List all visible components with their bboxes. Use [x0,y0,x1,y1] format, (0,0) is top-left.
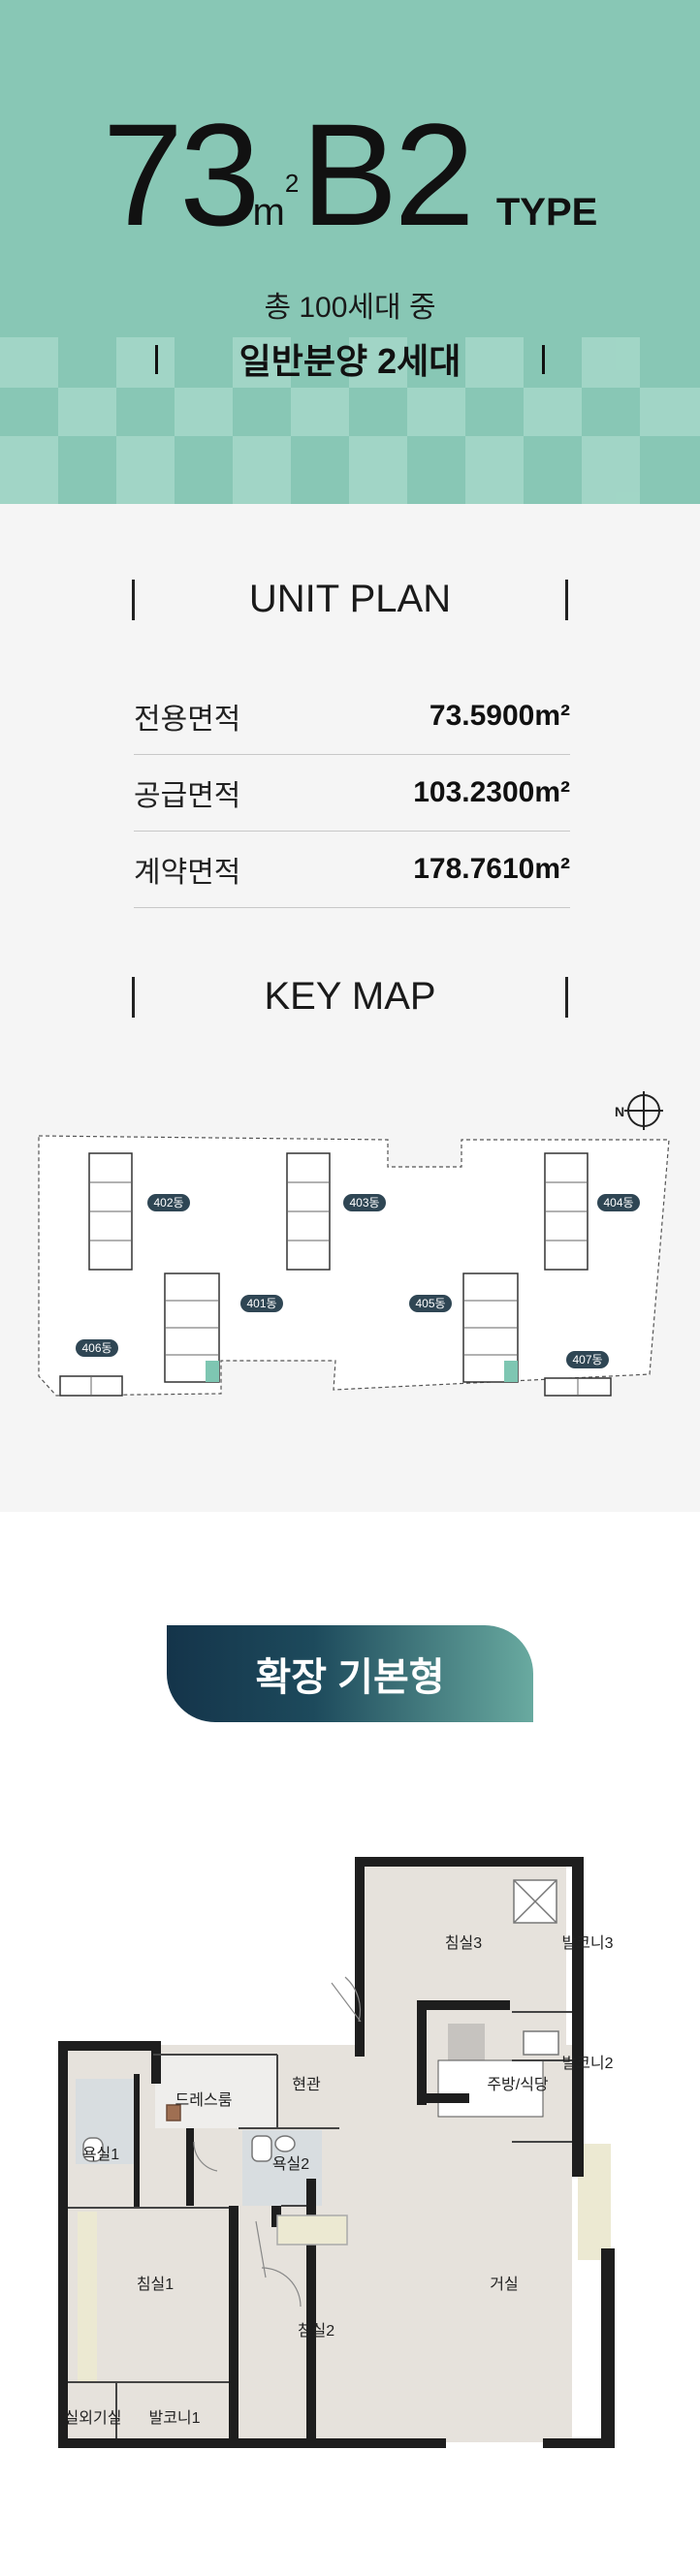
compass-icon: N [615,1091,663,1130]
room-label-balcony1: 발코니1 [148,2409,200,2427]
key-map-title: KEY MAP [264,974,436,1018]
heading-bar-left [132,977,135,1018]
unit-sup: 2 [284,169,300,198]
room-label-bedroom2: 침실2 [298,2322,334,2340]
variant-label-text: 확장 기본형 [255,1656,445,1699]
spec-value: 73.5900m² [429,700,570,732]
heading-bar-left [132,580,135,620]
area-spec-table: 전용면적 73.5900m² 공급면적 103.2300m² 계약면적 178.… [134,678,570,908]
key-map: N 402동 403동 404동 401동 [38,1091,670,1397]
fixtures [82,1879,559,2246]
room-label-bath1: 욕실1 [82,2146,119,2163]
room-label-bedroom1: 침실1 [137,2276,174,2293]
key-map-heading: KEY MAP [132,971,568,1021]
spec-row: 계약면적 178.7610m² [134,832,570,908]
heading-bar-right [565,580,568,620]
room-label-living: 거실 [490,2276,518,2293]
room-label-bath2: 욕실2 [272,2155,309,2173]
floor-plan: 침실3 발코니3 발코니2 현관 주방/식당 드레스룸 욕실1 욕실2 침실1 … [58,1857,615,2448]
room-label-kitchen: 주방/식당 [487,2076,549,2093]
room-label-entrance: 현관 [292,2076,321,2093]
type-code: B2 [301,93,474,256]
spec-label: 계약면적 [134,857,241,889]
building-label-402: 402동 [153,1196,183,1209]
highlight-unit-401 [206,1361,219,1382]
size-unit: m2 [252,169,300,234]
checker-pattern [0,337,700,504]
unit-base: m [252,191,285,234]
unit-plan-title: UNIT PLAN [248,577,452,620]
spec-row: 전용면적 73.5900m² [134,678,570,755]
compass-letter: N [615,1104,624,1119]
room-label-balcony2: 발코니2 [561,2055,613,2072]
building-label-401: 401동 [246,1297,276,1310]
general-sale-text: 일반분양 2세대 [155,333,545,384]
building-label-407: 407동 [572,1353,602,1367]
door-swings [193,1976,362,2308]
spec-row: 공급면적 103.2300m² [134,755,570,832]
building-label-403: 403동 [349,1196,379,1209]
unit-plan-heading: UNIT PLAN [132,574,568,624]
room-label-balcony3: 발코니3 [561,1934,613,1952]
unit-plan-section: UNIT PLAN 전용면적 73.5900m² 공급면적 103.2300m²… [0,504,700,1512]
walls [58,1857,615,2448]
room-label-dressroom: 드레스룸 [175,2091,233,2109]
divider-bar-right [542,345,545,374]
heading-bar-right [565,977,568,1018]
spec-value: 178.7610m² [413,853,570,885]
room-label-outdoor-unit: 실외기실 [65,2409,122,2427]
spec-label: 공급면적 [134,780,241,812]
building-label-404: 404동 [603,1196,633,1209]
highlight-unit-405 [504,1361,518,1382]
spec-value: 103.2300m² [413,776,570,808]
variant-label: 확장 기본형 [167,1625,533,1722]
total-units-text: 총 100세대 중 [264,292,436,324]
floor-areas [68,1865,611,2442]
building-label-406: 406동 [81,1341,111,1355]
divider-bar-left [155,345,158,374]
room-label-bedroom3: 침실3 [445,1934,482,1952]
size-number: 73 [102,93,261,256]
type-word: TYPE [495,191,598,234]
partitions [68,2011,572,2438]
building-label-405: 405동 [415,1297,445,1310]
room-labels: 침실3 발코니3 발코니2 현관 주방/식당 드레스룸 욕실1 욕실2 침실1 … [65,1934,614,2427]
general-sale-label: 일반분양 2세대 [239,341,461,381]
spec-label: 전용면적 [134,704,241,736]
